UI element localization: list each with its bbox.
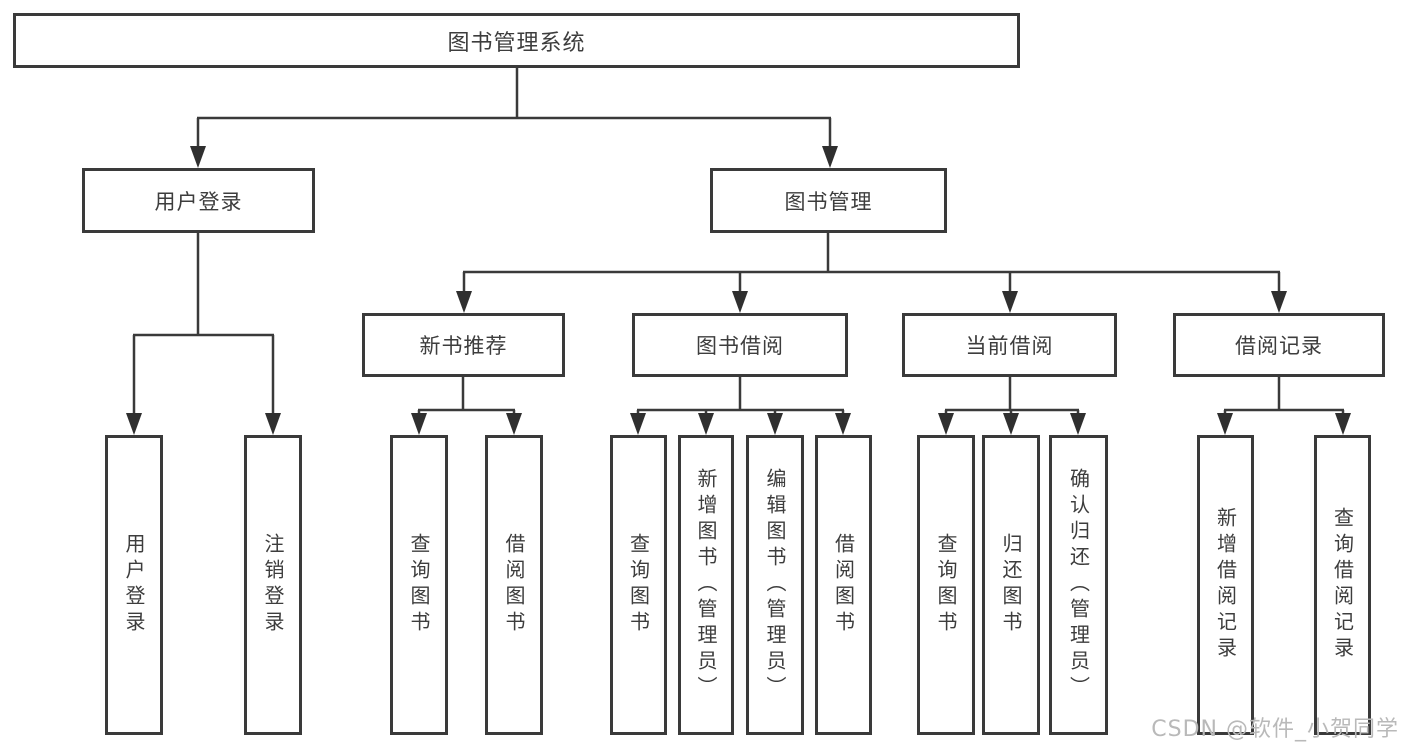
csdn-watermark: CSDN @软件_小贺同学 [1151,717,1399,742]
leaf-edit-book-admin: 编辑图书（管理员） [746,435,804,735]
leaf-borrow-book-borrowing: 借阅图书 [815,435,872,735]
node-book-management: 图书管理 [710,168,947,233]
node-book-management-label: 图书管理 [784,189,873,214]
leaf-return-book-label: 归还图书 [999,533,1023,637]
leaf-user-login: 用户登录 [105,435,163,735]
leaf-query-book-recommend: 查询图书 [390,435,448,735]
leaf-add-book-admin: 新增图书（管理员） [678,435,734,735]
leaf-logout: 注销登录 [244,435,302,735]
leaf-confirm-return-admin: 确认归还（管理员） [1049,435,1108,735]
leaf-query-book-current-label: 查询图书 [934,533,958,637]
node-new-book-recommendation-label: 新书推荐 [419,334,508,358]
node-new-book-recommendation: 新书推荐 [362,313,565,377]
leaf-query-book-borrowing: 查询图书 [610,435,667,735]
leaf-return-book: 归还图书 [982,435,1040,735]
leaf-borrow-book-recommend-label: 借阅图书 [502,533,526,637]
leaf-query-book-current: 查询图书 [917,435,975,735]
node-borrowing-records: 借阅记录 [1173,313,1385,377]
node-root-label: 图书管理系统 [447,30,586,56]
leaf-query-borrow-record-label: 查询借阅记录 [1330,507,1355,663]
node-current-borrowing: 当前借阅 [902,313,1117,377]
leaf-confirm-return-admin-label: 确认归还（管理员） [1066,468,1091,702]
leaf-query-book-borrowing-label: 查询图书 [626,533,651,637]
node-user-login-label: 用户登录 [154,189,243,214]
node-user-login: 用户登录 [82,168,315,233]
leaf-add-borrow-record-label: 新增借阅记录 [1213,507,1238,663]
leaf-logout-label: 注销登录 [261,533,285,637]
leaf-edit-book-admin-label: 编辑图书（管理员） [763,468,787,702]
node-borrowing-records-label: 借阅记录 [1235,334,1323,358]
node-book-borrowing: 图书借阅 [632,313,848,377]
arrowhead-icons [126,146,1351,435]
leaf-borrow-book-borrowing-label: 借阅图书 [831,533,856,637]
leaf-user-login-label: 用户登录 [122,533,146,637]
node-root: 图书管理系统 [13,13,1020,68]
leaf-borrow-book-recommend: 借阅图书 [485,435,543,735]
node-book-borrowing-label: 图书借阅 [696,334,784,358]
leaf-query-book-recommend-label: 查询图书 [407,533,431,637]
leaf-add-borrow-record: 新增借阅记录 [1197,435,1254,735]
leaf-query-borrow-record: 查询借阅记录 [1314,435,1371,735]
node-current-borrowing-label: 当前借阅 [965,334,1054,358]
leaf-add-book-admin-label: 新增图书（管理员） [694,468,718,702]
